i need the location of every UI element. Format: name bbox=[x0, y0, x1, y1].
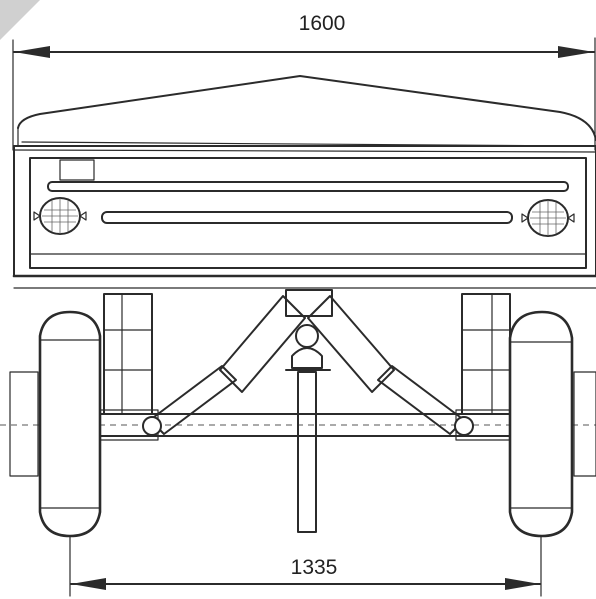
hydraulic-cylinder-left bbox=[142, 295, 306, 436]
track-width-dimension: 1335 bbox=[69, 535, 542, 597]
overall-width-dimension: 1600 bbox=[12, 12, 596, 151]
tow-hitch bbox=[285, 289, 333, 533]
tail-light-right bbox=[521, 199, 575, 237]
arrowhead-left bbox=[14, 46, 50, 58]
number-plate bbox=[59, 159, 95, 181]
tailgate-upper-rib bbox=[47, 181, 569, 192]
tailgate-lower-rib bbox=[101, 211, 513, 224]
track-width-label: 1335 bbox=[291, 556, 338, 579]
corner-fold-mark bbox=[0, 0, 40, 40]
overall-width-label: 1600 bbox=[299, 12, 346, 35]
hydraulic-cylinder-right bbox=[307, 295, 474, 436]
arrowhead-right bbox=[505, 578, 540, 590]
arrowhead-left bbox=[71, 578, 106, 590]
arrowhead-right bbox=[558, 46, 594, 58]
tow-bar bbox=[297, 371, 317, 533]
wheel-right bbox=[508, 310, 574, 538]
wheel-left bbox=[38, 310, 102, 538]
tail-light-left bbox=[33, 197, 87, 235]
trailer-body bbox=[12, 145, 596, 289]
canopy-roof bbox=[17, 75, 596, 147]
